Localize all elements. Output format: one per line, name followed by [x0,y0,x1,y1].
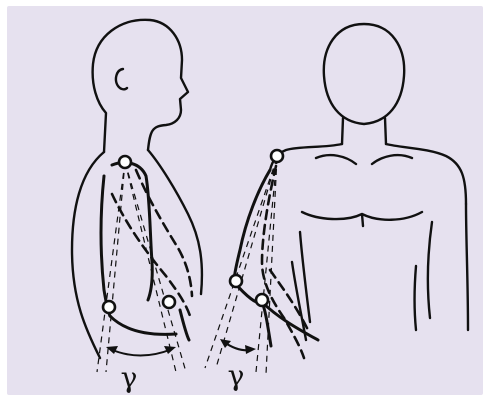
front-hand-marker-2 [256,294,268,306]
panel-background [7,6,483,395]
front-hand-marker-1 [230,275,242,287]
side-hand-marker-1 [103,301,115,313]
front-shoulder-marker [271,150,283,162]
front-angle-label: γ [228,359,245,392]
side-angle-label: γ [121,361,138,394]
side-shoulder-marker [119,156,131,168]
side-hand-marker-2 [163,296,175,308]
